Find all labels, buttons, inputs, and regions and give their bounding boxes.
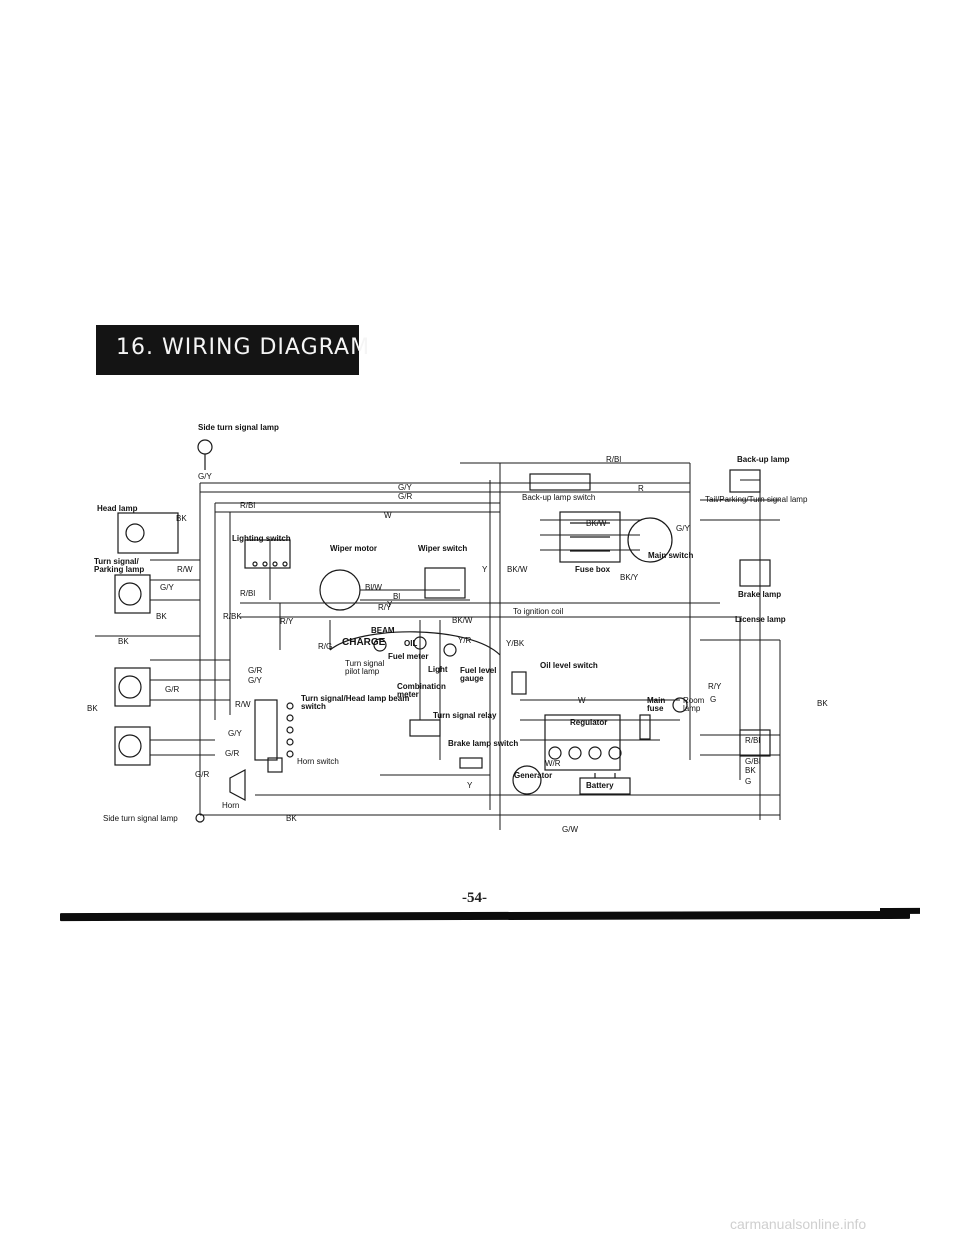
label-main-fuse: Main fuse	[647, 696, 666, 713]
label-regulator: Regulator	[570, 718, 608, 727]
label-combination-meter: Combination meter	[397, 682, 446, 699]
wire-label: W/R	[545, 759, 561, 768]
label-oil: OIL	[404, 639, 418, 648]
wire-label: R/Y	[378, 603, 392, 612]
wire-label: R/Y	[708, 682, 722, 691]
label-fuel-meter: Fuel meter	[388, 652, 429, 661]
wire-label: G/Bl	[745, 757, 761, 766]
wire-label: G	[710, 695, 717, 704]
wire-label: R/W	[177, 565, 193, 574]
label-turn-signal-pilot-lamp: Turn signal pilot lamp	[345, 659, 385, 676]
wire-label: BK	[286, 814, 297, 823]
wire-label: R/Bl	[606, 455, 622, 464]
label-light: Light	[428, 665, 448, 674]
label-wiper-motor: Wiper motor	[330, 544, 378, 553]
label-side-turn-signal-lamp-top: Side turn signal lamp	[198, 423, 279, 432]
label-battery: Battery	[586, 781, 614, 790]
wire-label: Y	[482, 565, 488, 574]
wire-label: BK	[87, 704, 98, 713]
label-brake-lamp-switch: Brake lamp switch	[448, 739, 519, 748]
wire-label: G/Y	[398, 483, 412, 492]
wire-label: R/W	[235, 700, 251, 709]
label-wiper-switch: Wiper switch	[418, 544, 468, 553]
wire-label: G/Y	[228, 729, 242, 738]
wire-label: R/Y	[280, 617, 294, 626]
label-back-up-lamp: Back-up lamp	[737, 455, 790, 464]
label-lighting-switch: Lighting switch	[232, 534, 291, 543]
wire-label: BK	[156, 612, 167, 621]
label-horn-switch: Horn switch	[297, 757, 339, 766]
label-oil-level-switch: Oil level switch	[540, 661, 598, 670]
label-horn: Horn	[222, 801, 240, 810]
wire-label: BK/Y	[620, 573, 639, 582]
wire-label: Y	[467, 781, 473, 790]
label-fuse-box: Fuse box	[575, 565, 611, 574]
label-turn-signal-parking-lamp: Turn signal/ Parking lamp	[94, 557, 145, 574]
wire-label: G/R	[398, 492, 413, 501]
label-to-ignition-coil: To ignition coil	[513, 607, 564, 616]
wire-label: G/Y	[676, 524, 690, 533]
wire-label: G/W	[562, 825, 578, 834]
wire-label: R/Bl	[240, 589, 256, 598]
wire-label: W	[384, 511, 392, 520]
wire-label: G/R	[195, 770, 210, 779]
wire-label: W	[578, 696, 586, 705]
label-brake-lamp: Brake lamp	[738, 590, 782, 599]
wire-label: Bl/W	[365, 583, 382, 592]
wire-label: Bl	[393, 592, 401, 601]
wire-label: BK/W	[507, 565, 528, 574]
wire-label: R/Bl	[240, 501, 256, 510]
wire-label: BK	[745, 766, 756, 775]
label-generator: Generator	[514, 771, 553, 780]
page-number: -54-	[462, 890, 487, 906]
wire-label: G/Y	[198, 472, 212, 481]
wire-label: R/Bl	[745, 736, 761, 745]
wire-label: BK/W	[452, 616, 473, 625]
wire-label: Y/BK	[506, 639, 525, 648]
label-main-switch: Main switch	[648, 551, 694, 560]
wire-label: R/BK	[223, 612, 242, 621]
wire-label: BK/W	[586, 519, 607, 528]
label-tail-parking-turn-lamp: Tail/Parking/Turn signal lamp	[705, 495, 808, 504]
wire-label: BK	[176, 514, 187, 523]
wire-label: G/R	[165, 685, 180, 694]
label-back-up-lamp-switch: Back-up lamp switch	[522, 493, 596, 502]
wire-label: Y	[387, 600, 393, 609]
wire-label: R/G	[318, 642, 333, 651]
wire-label: G/Y	[248, 676, 262, 685]
label-side-turn-signal-lamp-bottom: Side turn signal lamp	[103, 814, 178, 823]
label-charge: CHARGE	[342, 637, 386, 648]
label-turn-head-beam-switch: Turn signal/Head lamp beam switch	[301, 694, 410, 711]
wire-label: G/Y	[160, 583, 174, 592]
wire-label: BK	[817, 699, 828, 708]
watermark: carmanualsonline.info	[730, 1216, 867, 1232]
wire-label: R	[638, 484, 644, 493]
wire-label: G/R	[248, 666, 263, 675]
label-head-lamp: Head lamp	[97, 504, 138, 513]
wire-label: G/R	[225, 749, 240, 758]
label-turn-signal-relay: Turn signal relay	[433, 711, 497, 720]
section-title: 16. WIRING DIAGRAM	[116, 335, 371, 360]
label-license-lamp: License lamp	[735, 615, 786, 624]
section-title-box: 16. WIRING DIAGRAM	[96, 325, 369, 375]
wire-label: G	[745, 777, 752, 786]
label-beam: BEAM	[371, 626, 395, 635]
label-fuel-level-gauge: Fuel level gauge	[460, 666, 497, 683]
label-room-lamp: Room lamp	[683, 696, 705, 713]
wire-label: Y/R	[458, 636, 472, 645]
wire-label: BK	[118, 637, 129, 646]
